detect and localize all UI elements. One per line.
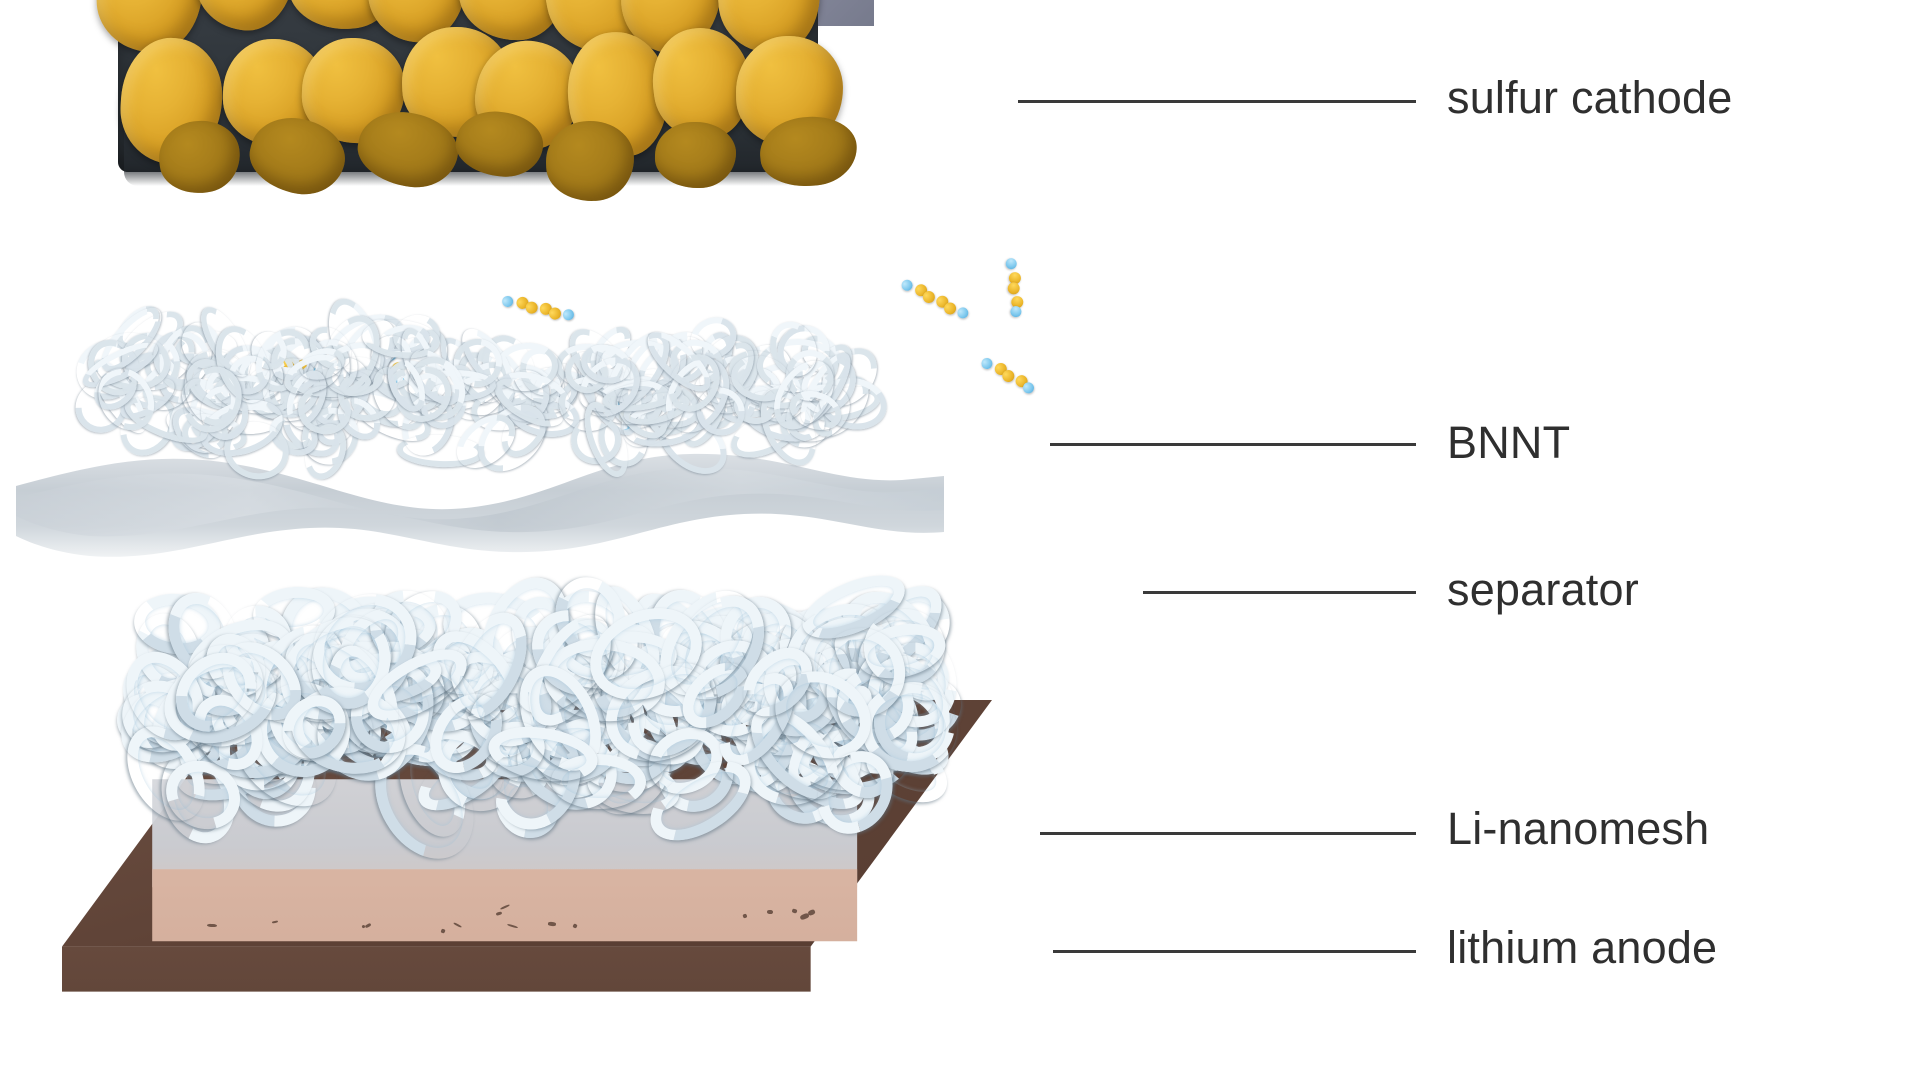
lithium-anode-layer xyxy=(62,700,992,1060)
label-separator: separator xyxy=(1447,564,1639,615)
anode-surface-speck xyxy=(766,909,773,915)
label-lithium-anode: lithium anode xyxy=(1447,922,1718,973)
sulfur-particle xyxy=(654,121,737,189)
sulfur-atom xyxy=(1005,279,1023,297)
separator-layer xyxy=(14,440,954,580)
lithium-atom xyxy=(955,305,970,320)
leader-line-li-nanomesh xyxy=(1040,832,1416,835)
lithium-atom xyxy=(500,293,516,310)
lithium-atom xyxy=(1003,256,1019,272)
lithium-atom xyxy=(980,356,994,371)
lithium-atom xyxy=(1021,380,1036,395)
li-nanomesh-layer xyxy=(105,562,977,877)
bnnt-layer xyxy=(64,291,892,488)
leader-line-separator xyxy=(1143,591,1416,594)
separator-membrane xyxy=(16,453,944,557)
lithium-atom xyxy=(900,278,915,293)
sulfur-cathode-layer xyxy=(94,0,874,212)
leader-line-lithium-anode xyxy=(1053,950,1416,953)
leader-line-bnnt xyxy=(1050,443,1416,446)
label-sulfur-cathode: sulfur cathode xyxy=(1447,72,1733,123)
label-li-nanomesh: Li-nanomesh xyxy=(1447,803,1710,854)
leader-line-sulfur-cathode xyxy=(1018,100,1416,103)
copper-collector-front xyxy=(62,946,811,992)
sulfur-atom xyxy=(1000,368,1016,384)
label-bnnt: BNNT xyxy=(1447,417,1571,468)
